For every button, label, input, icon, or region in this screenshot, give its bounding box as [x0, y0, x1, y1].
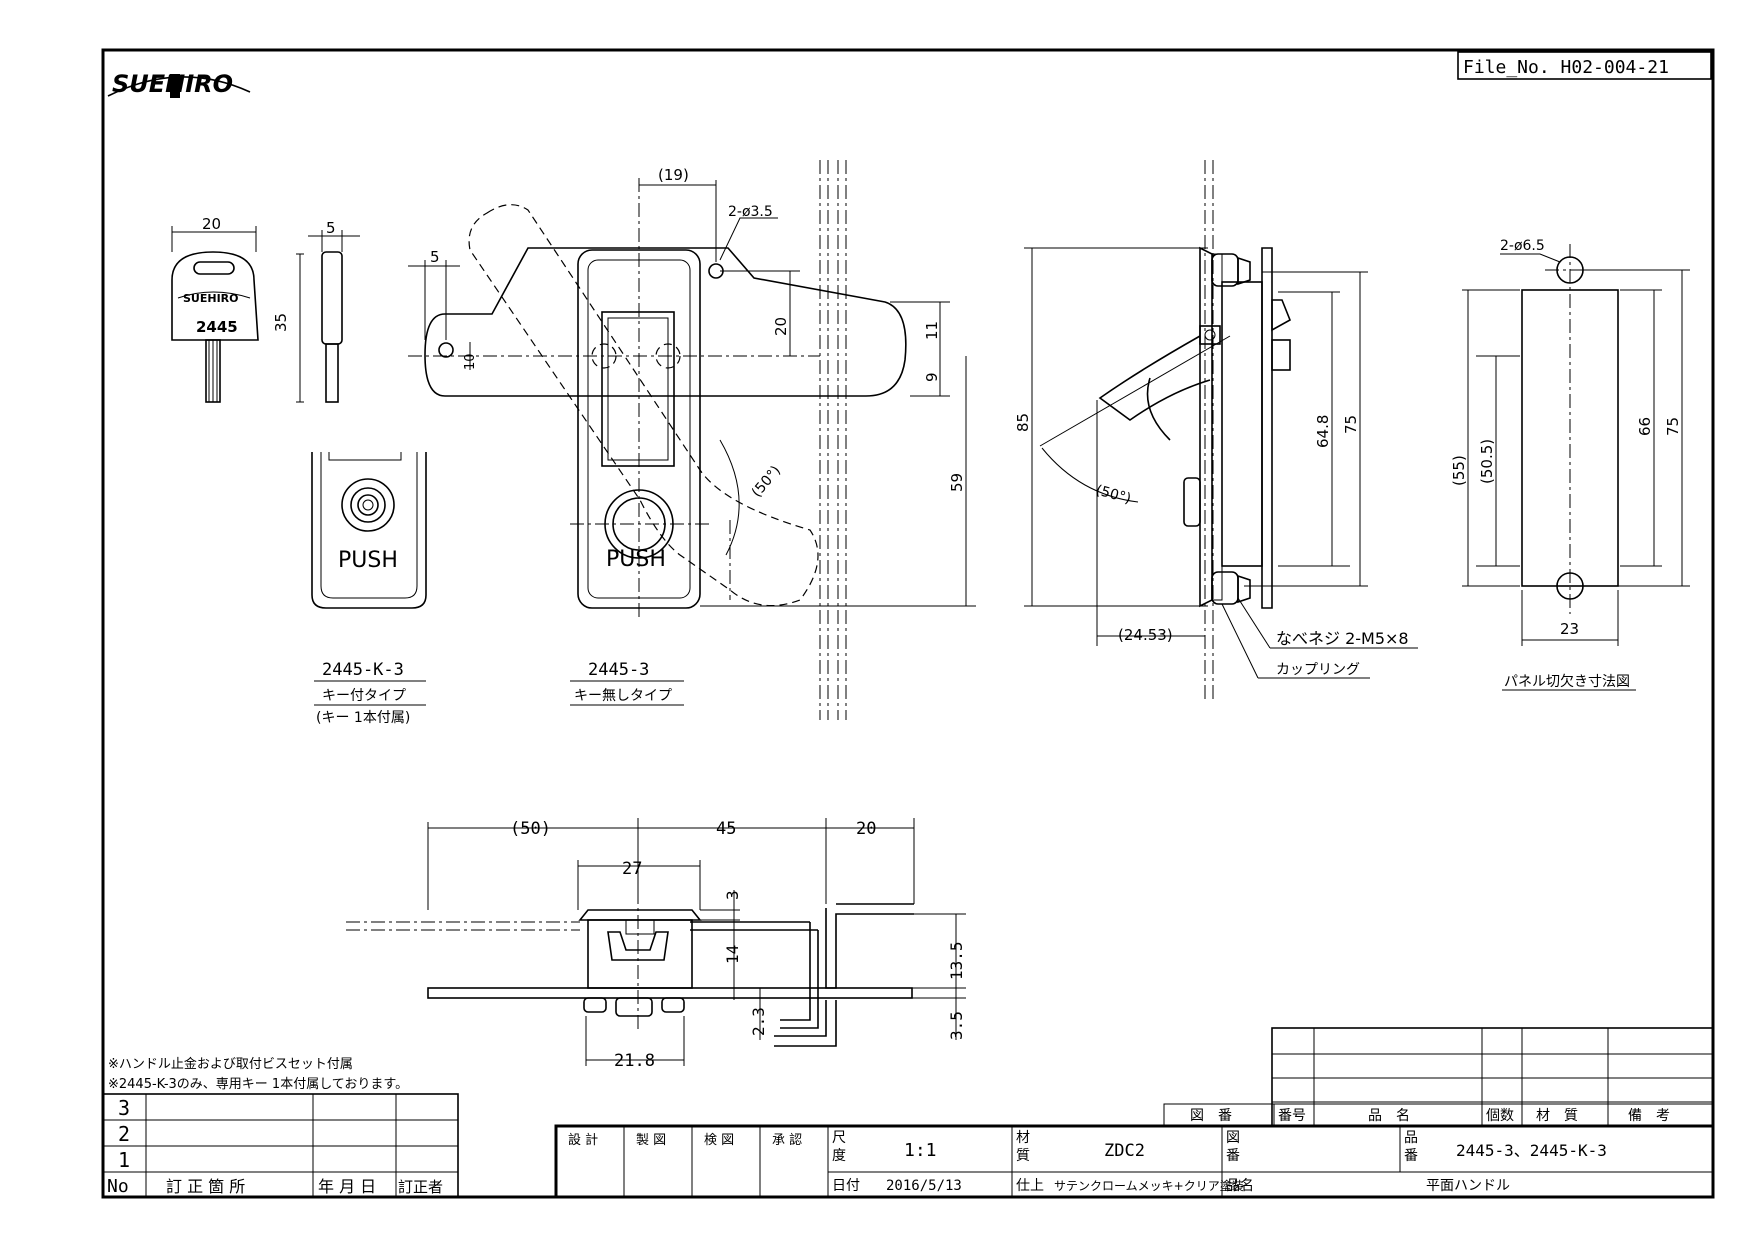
model-label: 2445-3 [588, 660, 649, 680]
file-no-box [1457, 51, 1712, 80]
handle-section-view [346, 890, 914, 1047]
model-type: キー無しタイプ [574, 688, 672, 704]
dim-59: 59 [948, 473, 966, 492]
dim-hole-65: 2-ø6.5 [1500, 238, 1545, 254]
rev-header-location: 訂 正 箇 所 [166, 1177, 245, 1196]
dim-55: (55) [1450, 455, 1468, 486]
dim-b135: 13.5 [947, 941, 966, 980]
dim-505: (50.5) [1478, 439, 1496, 484]
model-k-note: (キー 1本付属) [316, 710, 410, 726]
role-approve: 承 認 [772, 1132, 802, 1148]
dim-angle-2: (50°) [1094, 482, 1133, 507]
model-k-type: キー付タイプ [322, 688, 406, 704]
note-2: ※2445-K-3のみ、専用キー 1本付属しております。 [108, 1077, 408, 1092]
role-check: 検 図 [704, 1133, 734, 1148]
panel-cut-label: パネル切欠き寸法図 [1504, 674, 1630, 690]
drawing-no-label-1: 図 [1226, 1130, 1240, 1146]
note-1: ※ハンドル止金および取付ビスセット付属 [108, 1056, 353, 1072]
dim-key-thickness: 5 [326, 219, 336, 237]
th-number: 番号 [1278, 1108, 1306, 1124]
brand-logo: SUEHIRO [107, 70, 251, 98]
material-label-1: 材 [1016, 1130, 1030, 1146]
dim-85: 85 [1014, 413, 1032, 432]
dim-b3: 3 [723, 890, 742, 900]
panel-cutout-view [1521, 244, 1619, 614]
drawing-no-label-2: 番 [1226, 1148, 1240, 1164]
dim-19: (19) [658, 166, 689, 184]
handle-front-view: PUSH [424, 204, 907, 609]
revision-table [102, 1093, 459, 1198]
rev-row-3: 3 [118, 1096, 130, 1120]
dim-9: 9 [923, 372, 941, 382]
dim-75a: 75 [1342, 415, 1360, 434]
rev-header-date: 年 月 日 [318, 1177, 376, 1196]
dim-b20: 20 [856, 819, 876, 839]
dim-b218: 21.8 [614, 1051, 655, 1071]
part-no-label-2: 番 [1404, 1148, 1418, 1164]
screw-label: なべネジ 2-M5×8 [1276, 629, 1409, 648]
title-block [554, 1027, 1715, 1199]
dim-b27: 27 [622, 859, 642, 879]
dim-b45: 45 [716, 819, 736, 839]
th-part-name: 品 名 [1368, 1108, 1410, 1124]
dim-hole-35: 2-ø3.5 [728, 204, 773, 220]
dim-angle-1: (50°) [749, 463, 784, 501]
role-design: 設 計 [568, 1132, 598, 1148]
model-k-label: 2445-K-3 [322, 660, 404, 680]
scale-label-2: 度 [832, 1148, 846, 1164]
dim-11: 11 [923, 321, 941, 340]
th-qty: 個数 [1486, 1108, 1514, 1124]
scale-label-1: 尺 [832, 1130, 846, 1146]
dim-66: 66 [1636, 417, 1654, 436]
dim-key-height: 35 [272, 313, 290, 332]
dim-key-width: 20 [202, 215, 221, 233]
dim-2453: (24.53) [1118, 626, 1173, 644]
k-type-partial-view: PUSH [311, 452, 427, 609]
th-material: 材 質 [1536, 1108, 1578, 1124]
rev-header-editor: 訂正者 [398, 1178, 443, 1196]
front-push-label: PUSH [606, 547, 666, 572]
svg-text:SUEHIRO: SUEHIRO [183, 292, 239, 305]
dim-5: 5 [430, 248, 440, 266]
dim-b35: 3.5 [947, 1011, 966, 1040]
dim-75b: 75 [1664, 417, 1682, 436]
finish-label: 仕上 [1016, 1178, 1044, 1194]
dim-20: 20 [772, 317, 790, 336]
th-remarks: 備 考 [1628, 1108, 1670, 1124]
role-drafting: 製 図 [636, 1133, 666, 1148]
file-no: File_No. H02-004-21 [1463, 57, 1669, 78]
rev-header-no: No [107, 1176, 129, 1197]
th-drawing-no: 図 番 [1190, 1108, 1232, 1124]
part-no-value: 2445-3、2445-K-3 [1456, 1141, 1607, 1160]
rev-row-2: 2 [118, 1122, 130, 1146]
handle-side-view [1098, 160, 1292, 700]
material-value: ZDC2 [1104, 1141, 1145, 1161]
dim-b50: (50) [510, 819, 551, 839]
key-side-view [321, 251, 343, 345]
scale-value: 1:1 [904, 1140, 937, 1161]
dim-b14: 14 [723, 945, 742, 964]
dim-23: 23 [1560, 620, 1579, 638]
coupling-label: カップリング [1276, 662, 1360, 678]
rev-row-1: 1 [118, 1148, 130, 1172]
k-push-label: PUSH [338, 548, 398, 573]
material-label-2: 質 [1016, 1148, 1030, 1164]
key-number: 2445 [196, 318, 238, 336]
name-label: 品名 [1226, 1178, 1254, 1194]
dim-10: 10 [463, 353, 478, 370]
key-front-view: SUEHIRO 2445 [171, 251, 259, 403]
dim-b23: 2.3 [749, 1007, 768, 1036]
date-value: 2016/5/13 [886, 1178, 962, 1194]
name-value: 平面ハンドル [1426, 1178, 1510, 1194]
dim-648: 64.8 [1314, 415, 1332, 448]
finish-value: サテンクロームメッキ+クリア塗装 [1054, 1178, 1244, 1193]
sheet-border [101, 48, 1715, 1199]
part-no-label-1: 品 [1404, 1130, 1418, 1146]
date-label: 日付 [832, 1178, 860, 1194]
